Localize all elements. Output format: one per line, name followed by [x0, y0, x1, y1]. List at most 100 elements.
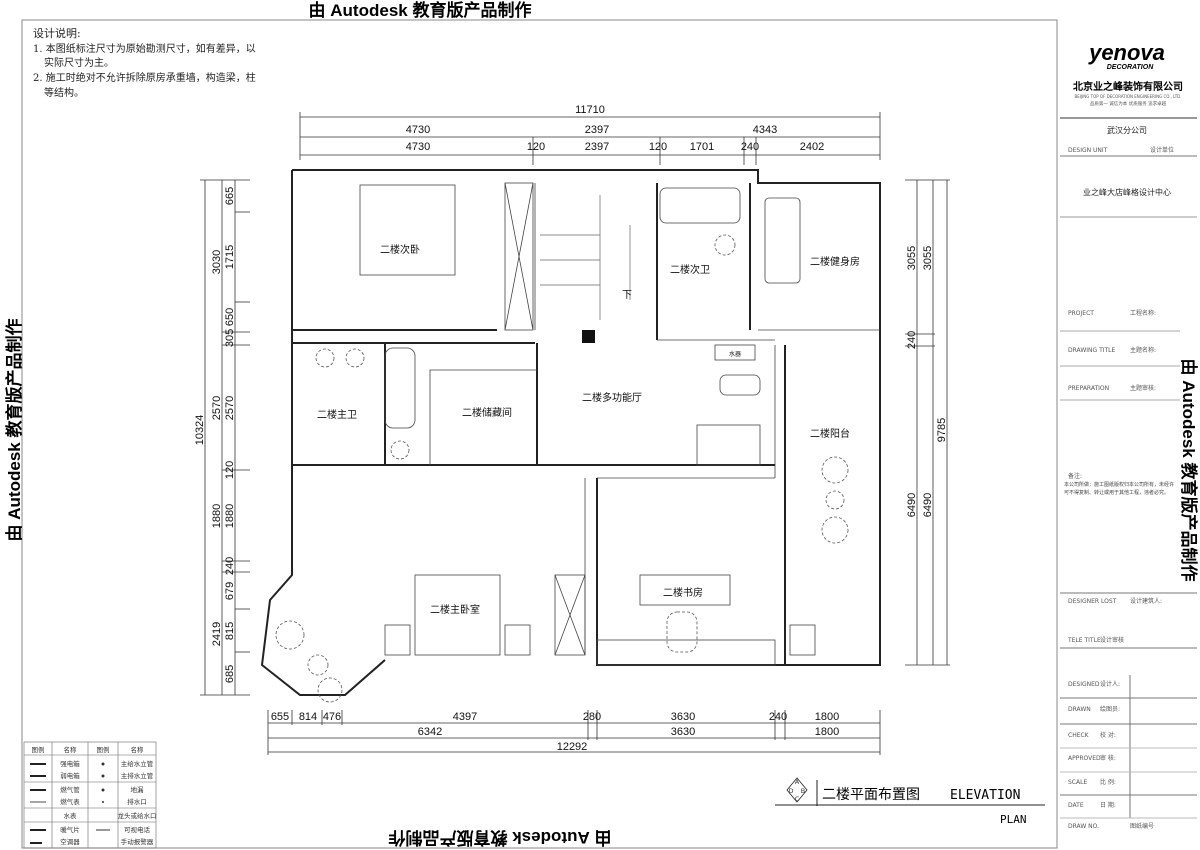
watermark-top: 由 Autodesk 教育版产品制作	[309, 0, 532, 20]
tb-row-en: DATE	[1068, 802, 1084, 809]
tb-row-en: CHECK	[1068, 732, 1090, 739]
room-label-storage: 二楼储藏间	[462, 406, 512, 419]
room-label-master-bath: 二楼主卫	[317, 408, 357, 421]
compass-c: C	[795, 795, 800, 803]
room-label-master-bedroom: 二楼主卧室	[430, 603, 480, 616]
tele-en: TELE TITLE	[1067, 637, 1101, 644]
design-center: 业之峰大店峰格设计中心	[1083, 187, 1171, 197]
dim-left: 3030	[211, 250, 223, 274]
compass-icon	[786, 777, 808, 803]
room-label-second-bath: 二楼次卫	[670, 263, 710, 276]
dim-bottom: 3630	[671, 726, 695, 738]
notes-line: 等结构。	[44, 86, 84, 99]
drawing-title-en-label: DRAWING TITLE	[1068, 347, 1116, 354]
remarks-title: 备注:	[1068, 472, 1082, 480]
room-label-second-bedroom: 二楼次卧	[380, 243, 420, 256]
compass-a: A	[795, 778, 800, 786]
dim-bottom-total: 12292	[557, 741, 588, 753]
dim-top-total: 11710	[575, 104, 605, 116]
design-notes: 设计说明: 1. 本图纸标注尺寸为原始勘测尺寸，如有差异，以 实际尺寸为主。 2…	[33, 26, 256, 99]
legend-name: 可视电话	[124, 825, 151, 834]
legend-name: 燃气管	[60, 785, 80, 794]
dim-left: 815	[224, 622, 236, 640]
dim-bottom: 1800	[815, 726, 839, 738]
right-dimensions	[905, 179, 950, 666]
drawing-title-plan: PLAN	[1000, 813, 1027, 826]
tb-row-en: SCALE	[1068, 779, 1087, 786]
tb-row-cn: 设计人:	[1100, 680, 1120, 688]
legend-name: 龙头或给水口	[118, 811, 157, 820]
dim-bottom: 655	[271, 711, 289, 723]
company-logo-sub: DECORATION	[1107, 64, 1154, 71]
legend-table	[23, 741, 157, 849]
dim-left: 1880	[224, 504, 236, 528]
preparation-cn: 主题审核:	[1130, 384, 1156, 392]
company-logo: yenova	[1088, 40, 1165, 65]
legend-name: 燃气表	[60, 797, 80, 806]
designer-cn: 设计建筑人:	[1130, 597, 1162, 605]
drawing-title-en: ELEVATION	[950, 788, 1020, 803]
dim-top: 2397	[585, 124, 609, 136]
dim-left-total: 10324	[194, 415, 206, 446]
dim-right: 6490	[906, 493, 918, 517]
dim-right: 3055	[906, 246, 918, 270]
tele-cn: 设计审核	[1100, 636, 1124, 644]
dim-left: 2419	[211, 622, 223, 646]
top-dimensions	[299, 112, 881, 165]
dim-top: 2397	[585, 141, 609, 153]
dim-top: 4730	[406, 141, 430, 153]
legend-name: 地漏	[131, 785, 145, 794]
dim-bottom: 1800	[815, 711, 839, 723]
dim-top: 120	[649, 141, 667, 153]
legend-name: 主排水立管	[121, 771, 154, 780]
remarks-text-wrap: 本公司所做：施工图纸版权归本公司所有，未经许可不得复制、转让或用于其他工程，违者…	[1064, 482, 1174, 496]
legend-header: 名称	[131, 745, 145, 754]
plan-walls	[260, 169, 881, 703]
dim-right: 240	[906, 331, 918, 349]
legend-header: 图例	[97, 745, 110, 754]
room-label-balcony: 二楼阳台	[810, 427, 850, 440]
tb-row-en: DESIGNED	[1068, 681, 1100, 688]
notes-line: 1. 本图纸标注尺寸为原始勘测尺寸，如有差异，以	[33, 42, 256, 55]
watermark-bottom: 由 Autodesk 教育版产品制作	[389, 828, 612, 848]
dim-left: 685	[224, 665, 236, 683]
notes-line: 2. 施工时绝对不允许拆除原房承重墙，构造梁，柱	[33, 71, 256, 84]
dim-left: 2570	[224, 396, 236, 420]
company-name-en: BEIJING TOP OF DECORATION ENGINEERING CO…	[1074, 94, 1181, 99]
tb-row-cn: 日 期:	[1100, 801, 1116, 809]
watermark-left: 由 Autodesk 教育版产品制作	[4, 319, 24, 542]
tb-row-cn: 绘图员:	[1100, 705, 1120, 713]
dim-top: 4343	[753, 124, 777, 136]
drawing-title: A B C D 二楼平面布置图 ELEVATION PLAN	[775, 777, 1045, 826]
room-label-multi-hall: 二楼多功能厅	[582, 391, 642, 404]
dim-bottom: 6342	[418, 726, 442, 738]
dim-left: 1880	[211, 504, 223, 528]
dim-top: 120	[527, 141, 545, 153]
room-label-study: 二楼书房	[663, 586, 703, 599]
stairs-down-label: 下	[622, 290, 632, 301]
dim-left: 240	[224, 557, 236, 575]
legend-name: 排水口	[127, 797, 147, 806]
dim-bottom: 814	[299, 711, 317, 723]
legend-name: 暖气片	[60, 825, 80, 834]
dim-top: 2402	[800, 141, 824, 153]
dim-bottom: 476	[323, 711, 341, 723]
design-unit-cn: 设计单位	[1150, 146, 1174, 154]
tb-row-cn: 校 对:	[1100, 731, 1116, 739]
tb-row-en: DRAW NO.	[1068, 823, 1099, 830]
project-en: PROJECT	[1068, 310, 1094, 317]
watermark-right: 由 Autodesk 教育版产品制作	[1179, 359, 1199, 582]
room-label-gym: 二楼健身房	[810, 255, 860, 268]
dim-bottom: 4397	[453, 711, 477, 723]
drawing-title-name: 二楼平面布置图	[822, 787, 920, 803]
dim-left: 305	[224, 329, 236, 347]
designer-en: DESIGNER LOST	[1068, 598, 1117, 605]
notes-line: 实际尺寸为主。	[44, 56, 114, 69]
water-heater-label: 水器	[729, 350, 741, 358]
legend-rows: 强电箱 主给水立管 弱电箱 主排水立管 燃气管 地漏 燃气表 排水口 水表 龙头…	[30, 759, 157, 846]
dim-top: 240	[741, 141, 759, 153]
dim-left: 679	[224, 582, 236, 600]
project-cn: 工程名称:	[1130, 309, 1156, 317]
notes-title: 设计说明:	[33, 26, 81, 40]
tb-row-cn: 图纸编号	[1130, 822, 1154, 830]
